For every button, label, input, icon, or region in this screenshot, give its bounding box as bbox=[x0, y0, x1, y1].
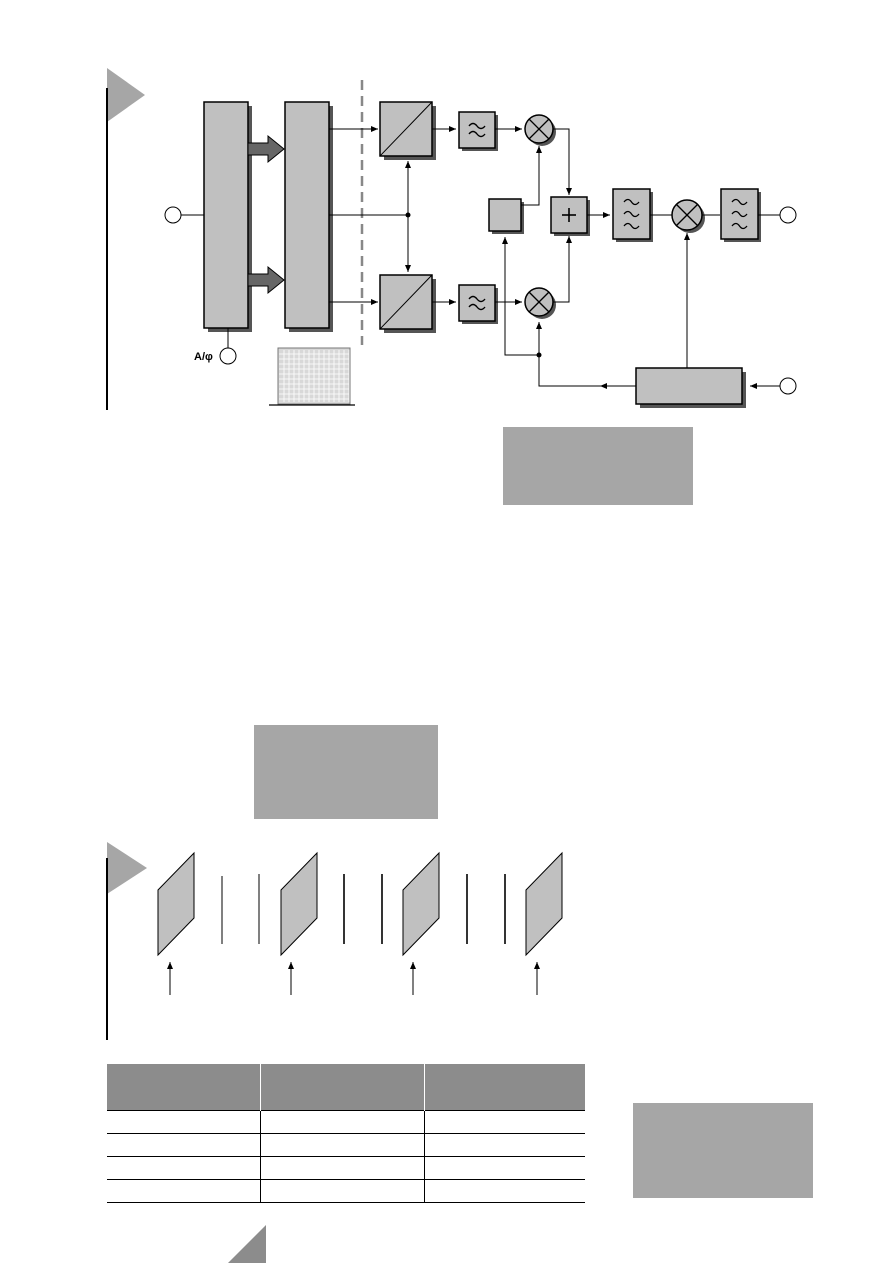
table-cell bbox=[424, 1156, 585, 1180]
chain-stage-4 bbox=[525, 851, 563, 957]
table-header-row bbox=[107, 1064, 585, 1111]
table-cell bbox=[260, 1110, 425, 1134]
input-port bbox=[164, 206, 182, 224]
phase-shift-block bbox=[488, 198, 524, 234]
figure-caption-panel-1 bbox=[503, 427, 693, 505]
table-cell bbox=[107, 1179, 261, 1203]
converter-chain bbox=[157, 851, 563, 995]
table-cell bbox=[107, 1133, 261, 1157]
mixer-upper bbox=[524, 114, 556, 146]
section-marker-2 bbox=[107, 842, 147, 894]
side-note-panel bbox=[633, 1103, 813, 1198]
page-corner-marker bbox=[228, 1225, 266, 1263]
bus-arrow-upper bbox=[247, 134, 285, 164]
section-marker-1 bbox=[107, 68, 145, 122]
table-row bbox=[107, 1110, 585, 1134]
signal-block-2 bbox=[284, 101, 333, 332]
table-cell bbox=[424, 1110, 585, 1134]
table-cell bbox=[260, 1179, 425, 1203]
table-header-cell bbox=[424, 1064, 585, 1111]
mixer-output bbox=[671, 199, 705, 233]
summer-block bbox=[550, 196, 590, 236]
table-cell bbox=[107, 1110, 261, 1134]
mixer-lower bbox=[524, 287, 556, 319]
table-cell bbox=[424, 1179, 585, 1203]
table-row bbox=[107, 1133, 585, 1157]
table-header-cell bbox=[107, 1064, 261, 1111]
table-cell bbox=[260, 1133, 425, 1157]
oscillator-block bbox=[635, 367, 746, 408]
table-cell bbox=[424, 1133, 585, 1157]
filter-upper bbox=[458, 111, 498, 151]
memory-grid-icon bbox=[269, 347, 355, 406]
table-cell bbox=[260, 1156, 425, 1180]
filter-lower bbox=[458, 284, 498, 324]
spec-table bbox=[107, 1064, 585, 1203]
table-header-cell bbox=[260, 1064, 425, 1111]
figure-caption-panel-2 bbox=[254, 725, 438, 819]
table-cell bbox=[107, 1156, 261, 1180]
table-row bbox=[107, 1179, 585, 1203]
converter-upper bbox=[379, 101, 436, 160]
chain-stage-2 bbox=[280, 851, 318, 957]
table-row bbox=[107, 1156, 585, 1180]
bus-arrow-lower bbox=[247, 265, 285, 295]
amplitude-phase-port bbox=[219, 347, 237, 365]
chain-stage-1 bbox=[157, 851, 195, 957]
signal-block-1 bbox=[203, 101, 252, 332]
amplitude-phase-label: A/φ bbox=[194, 351, 213, 363]
bandpass-filter-2 bbox=[720, 188, 761, 242]
reference-port bbox=[779, 377, 797, 395]
converter-lower bbox=[379, 274, 436, 333]
output-port bbox=[779, 206, 797, 224]
chain-stage-3 bbox=[402, 851, 440, 957]
bandpass-filter-1 bbox=[612, 188, 653, 242]
